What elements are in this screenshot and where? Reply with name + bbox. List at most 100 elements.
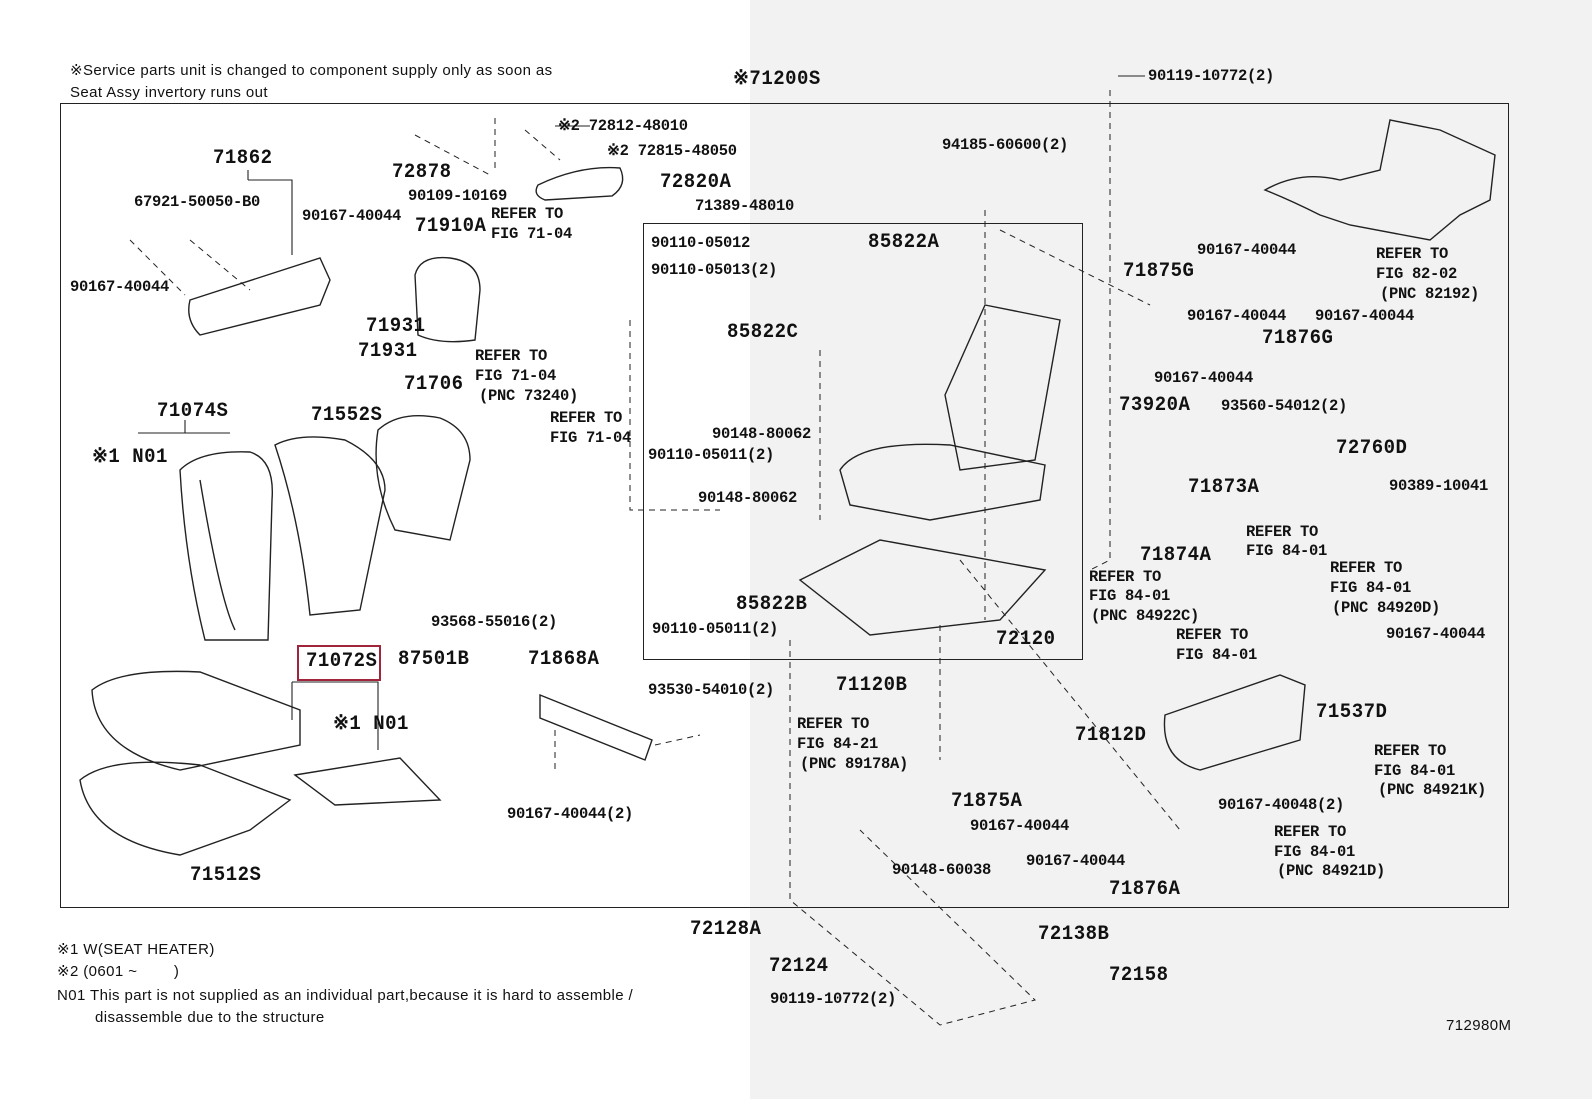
part-label[interactable]: 71875G bbox=[1123, 259, 1195, 283]
part-label[interactable]: 73920A bbox=[1119, 393, 1191, 417]
part-label[interactable]: 71931 bbox=[366, 314, 426, 338]
refer-label[interactable]: FIG 71-04 bbox=[550, 429, 632, 447]
part-label[interactable]: 90148-60038 bbox=[892, 861, 992, 879]
refer-label[interactable]: REFER TO bbox=[1374, 742, 1447, 760]
refer-label[interactable]: (PNC 84920D) bbox=[1332, 599, 1441, 617]
refer-label[interactable]: REFER TO bbox=[1330, 559, 1403, 577]
part-label[interactable]: 85822B bbox=[736, 592, 808, 616]
refer-label[interactable]: FIG 71-04 bbox=[491, 225, 573, 243]
part-label[interactable]: 71876A bbox=[1109, 877, 1181, 901]
part-label-highlighted[interactable]: 71072S bbox=[306, 649, 378, 673]
refer-label[interactable]: FIG 84-21 bbox=[797, 735, 879, 753]
part-label[interactable]: 90167-40048(2) bbox=[1218, 796, 1345, 814]
part-label[interactable]: 71910A bbox=[415, 214, 487, 238]
part-label[interactable]: 90119-10772(2) bbox=[770, 990, 897, 1008]
part-label[interactable]: 90148-80062 bbox=[712, 425, 812, 443]
part-label[interactable]: 90148-80062 bbox=[698, 489, 798, 507]
refer-label[interactable]: REFER TO bbox=[1089, 568, 1162, 586]
part-label[interactable]: 90167-40044 bbox=[1197, 241, 1297, 259]
seat-back-cover bbox=[179, 451, 274, 641]
part-label[interactable]: 90119-10772(2) bbox=[1148, 67, 1275, 85]
footnote-1: ※1 W(SEAT HEATER) bbox=[57, 941, 215, 958]
part-label[interactable]: 90167-40044 bbox=[70, 278, 170, 296]
refer-label[interactable]: (PNC 84921D) bbox=[1277, 862, 1386, 880]
refer-label[interactable]: FIG 84-01 bbox=[1176, 646, 1258, 664]
part-label[interactable]: 72138B bbox=[1038, 922, 1110, 946]
footnote-n01-cont: disassemble due to the structure bbox=[95, 1009, 325, 1026]
part-label[interactable]: 71875A bbox=[951, 789, 1023, 813]
part-label[interactable]: 71874A bbox=[1140, 543, 1212, 567]
part-label[interactable]: 90110-05012 bbox=[651, 234, 751, 252]
part-label[interactable]: 71868A bbox=[528, 647, 600, 671]
refer-label[interactable]: REFER TO bbox=[1274, 823, 1347, 841]
refer-label[interactable]: FIG 84-01 bbox=[1330, 579, 1412, 597]
part-label[interactable]: 90167-40044 bbox=[1154, 369, 1254, 387]
part-label[interactable]: 94185-60600(2) bbox=[942, 136, 1069, 154]
part-label[interactable]: 71931 bbox=[358, 339, 418, 363]
part-label[interactable]: ※2 72812-48010 bbox=[558, 117, 688, 135]
part-label[interactable]: 71873A bbox=[1188, 475, 1260, 499]
refer-label[interactable]: (PNC 73240) bbox=[479, 387, 579, 405]
refer-label[interactable]: REFER TO bbox=[475, 347, 548, 365]
part-label[interactable]: 72120 bbox=[996, 627, 1056, 651]
part-label[interactable]: 90109-10169 bbox=[408, 187, 508, 205]
part-label[interactable]: 71074S bbox=[157, 399, 229, 423]
refer-label[interactable]: REFER TO bbox=[797, 715, 870, 733]
part-label[interactable]: 93530-54010(2) bbox=[648, 681, 775, 699]
refer-label[interactable]: REFER TO bbox=[550, 409, 623, 427]
part-label[interactable]: 90167-40044 bbox=[1026, 852, 1126, 870]
part-label[interactable]: 90167-40044 bbox=[302, 207, 402, 225]
part-label[interactable]: 71812D bbox=[1075, 723, 1147, 747]
refer-label[interactable]: FIG 84-01 bbox=[1374, 762, 1456, 780]
part-label[interactable]: 71706 bbox=[404, 372, 464, 396]
part-label[interactable]: ※1 N01 bbox=[333, 712, 409, 736]
part-label[interactable]: 72128A bbox=[690, 917, 762, 941]
refer-label[interactable]: FIG 84-01 bbox=[1246, 542, 1328, 560]
part-label[interactable]: ※1 N01 bbox=[92, 445, 168, 469]
refer-label[interactable]: (PNC 84922C) bbox=[1091, 607, 1200, 625]
part-label[interactable]: 90167-40044 bbox=[1315, 307, 1415, 325]
part-label[interactable]: 93568-55016(2) bbox=[431, 613, 558, 631]
refer-label[interactable]: REFER TO bbox=[1246, 523, 1319, 541]
refer-label[interactable]: (PNC 89178A) bbox=[800, 755, 909, 773]
refer-label[interactable]: FIG 82-02 bbox=[1376, 265, 1458, 283]
part-label[interactable]: 71862 bbox=[213, 146, 273, 170]
part-label[interactable]: 72158 bbox=[1109, 963, 1169, 987]
part-label[interactable]: 71876G bbox=[1262, 326, 1334, 350]
leader-lines bbox=[129, 90, 1181, 1026]
refer-label[interactable]: FIG 71-04 bbox=[475, 367, 557, 385]
part-label[interactable]: 90110-05011(2) bbox=[648, 446, 775, 464]
part-label[interactable]: 71537D bbox=[1316, 700, 1388, 724]
part-label[interactable]: 85822A bbox=[868, 230, 940, 254]
part-label[interactable]: 72760D bbox=[1336, 436, 1408, 460]
part-label[interactable]: 71512S bbox=[190, 863, 262, 887]
part-label[interactable]: 90167-40044(2) bbox=[507, 805, 634, 823]
refer-label[interactable]: REFER TO bbox=[491, 205, 564, 223]
part-label[interactable]: 90167-40044 bbox=[970, 817, 1070, 835]
refer-label[interactable]: REFER TO bbox=[1376, 245, 1449, 263]
part-label[interactable]: 71552S bbox=[311, 403, 383, 427]
part-label[interactable]: 71389-48010 bbox=[695, 197, 795, 215]
header-note-line-1: ※Service parts unit is changed to compon… bbox=[70, 62, 553, 79]
refer-label[interactable]: FIG 84-01 bbox=[1274, 843, 1356, 861]
refer-label[interactable]: (PNC 84921K) bbox=[1378, 781, 1487, 799]
part-label[interactable]: 72124 bbox=[769, 954, 829, 978]
part-label[interactable]: 87501B bbox=[398, 647, 470, 671]
part-label[interactable]: 90389-10041 bbox=[1389, 477, 1489, 495]
part-label[interactable]: 71120B bbox=[836, 673, 908, 697]
part-label[interactable]: 90167-40044 bbox=[1187, 307, 1287, 325]
refer-label[interactable]: FIG 84-01 bbox=[1089, 587, 1171, 605]
refer-label[interactable]: (PNC 82192) bbox=[1380, 285, 1480, 303]
part-label[interactable]: ※2 72815-48050 bbox=[607, 142, 737, 160]
assembly-label[interactable]: ※71200S bbox=[733, 67, 821, 91]
part-label[interactable]: 67921-50050-B0 bbox=[134, 193, 261, 211]
part-label[interactable]: 85822C bbox=[727, 320, 799, 344]
inner-cover bbox=[539, 693, 653, 761]
part-label[interactable]: 90110-05013(2) bbox=[651, 261, 778, 279]
part-label[interactable]: 72878 bbox=[392, 160, 452, 184]
part-label[interactable]: 90167-40044 bbox=[1386, 625, 1486, 643]
part-label[interactable]: 72820A bbox=[660, 170, 732, 194]
refer-label[interactable]: REFER TO bbox=[1176, 626, 1249, 644]
part-label[interactable]: 93560-54012(2) bbox=[1221, 397, 1348, 415]
part-label[interactable]: 90110-05011(2) bbox=[652, 620, 779, 638]
